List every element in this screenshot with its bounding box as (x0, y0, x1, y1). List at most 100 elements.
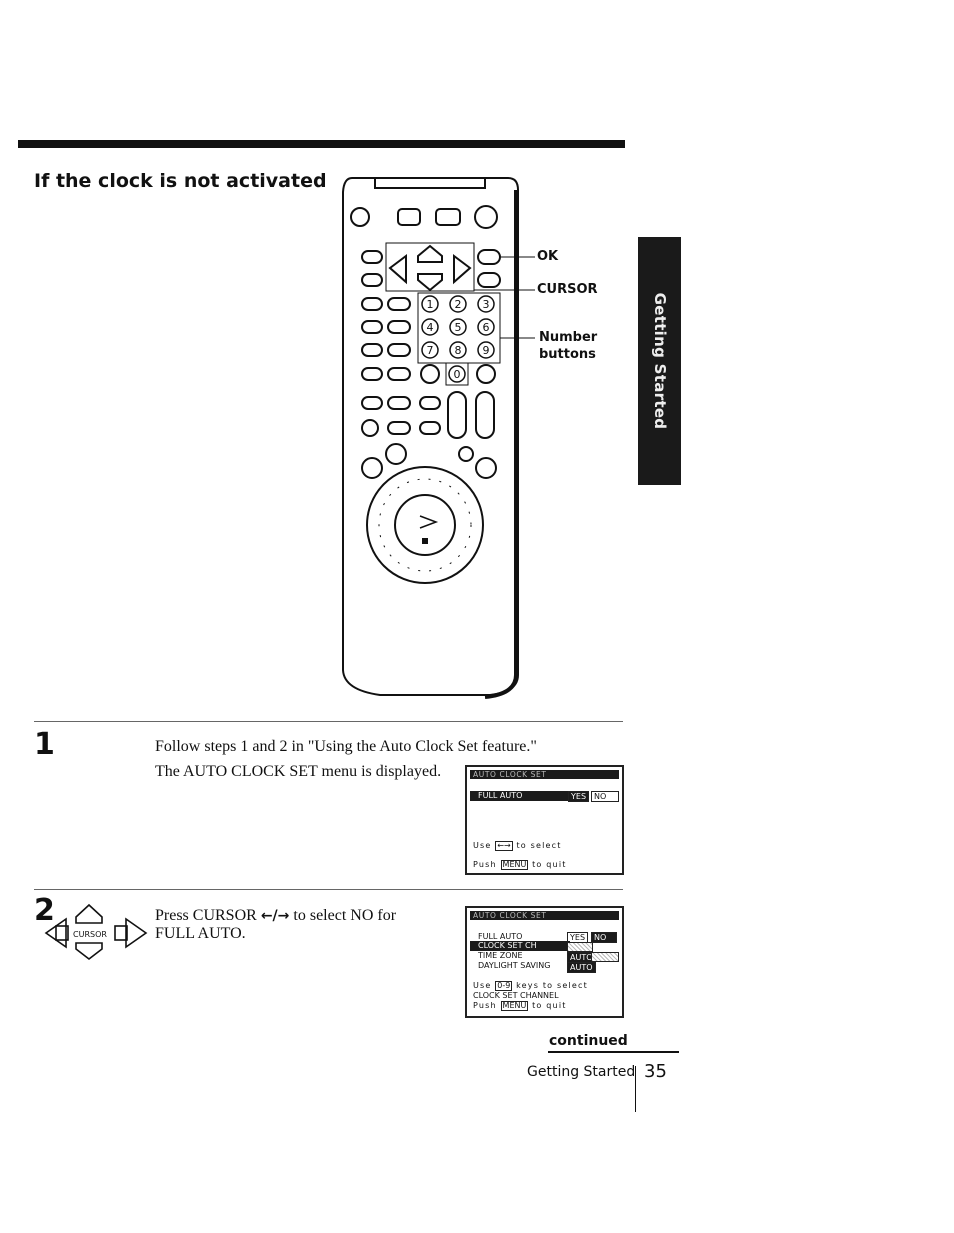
screen1-yes-option: YES (568, 791, 590, 802)
jog-dial-outer (366, 466, 484, 584)
screen2-hint-keys-to-select: keys to select (516, 981, 588, 990)
row2-left-b (387, 320, 411, 334)
screen1-arrow-keys: ←→ (495, 841, 513, 851)
play-arrow-icon (419, 515, 439, 529)
volume-rocker (475, 391, 495, 439)
screen2-title: AUTO CLOCK SET (470, 911, 619, 920)
screen1-hint-quit: Push MENU to quit (473, 860, 567, 870)
step1-number: 1 (34, 727, 55, 762)
cursor-keys-icon: CURSOR (44, 903, 148, 961)
step2-rule (34, 889, 623, 890)
screen2-daylight-value: AUTO (567, 962, 596, 973)
step1-text-line2: The AUTO CLOCK SET menu is displayed. (155, 763, 442, 780)
cursor-left-button (388, 254, 407, 285)
num-3: 3 (483, 298, 490, 311)
number-callout: Number buttons (539, 329, 597, 363)
continued-rule (548, 1051, 679, 1053)
screen2-no-option: NO (591, 932, 617, 943)
step2-text-select: to select NO for (289, 907, 397, 924)
screen1-hint-push: Push (473, 860, 497, 869)
continued-label: continued (549, 1033, 628, 1049)
row5-left-c (419, 396, 441, 410)
screen1-hint-to-select: to select (516, 841, 562, 850)
num-8: 8 (455, 344, 462, 357)
small-round-button (458, 446, 474, 462)
record-button (361, 419, 379, 437)
eject-button (350, 207, 370, 227)
cursor-right-button (453, 254, 472, 285)
left-button-1 (361, 250, 383, 264)
num-6: 6 (483, 321, 490, 334)
row4-button (420, 364, 440, 384)
cursor-down-icon (75, 942, 103, 961)
row4-button-right (476, 364, 496, 384)
fast-forward-button (385, 443, 407, 465)
side-tab-label: Getting Started (650, 292, 669, 430)
screen1-title: AUTO CLOCK SET (470, 770, 619, 779)
screen2-clock-ch-value (567, 942, 593, 952)
cursor-right-box (114, 925, 128, 941)
screen2-hint-push: Push (473, 1001, 497, 1010)
num-2: 2 (455, 298, 462, 311)
top-button-2 (397, 208, 421, 226)
cursor-callout: CURSOR (537, 282, 598, 297)
power-button (474, 205, 498, 229)
auto-clock-set-screen-2: AUTO CLOCK SET FULL AUTO CLOCK SET CH TI… (465, 906, 624, 1018)
cursor-group-frame (385, 242, 475, 292)
remote-top-slot (374, 178, 486, 189)
auto-clock-set-screen-1: AUTO CLOCK SET FULL AUTO YES NO Use ←→ t… (465, 765, 624, 875)
screen2-hint-quit: Push MENU to quit (473, 1001, 567, 1011)
screen2-row-full-auto: FULL AUTO (478, 932, 523, 941)
screen2-menu-key: MENU (500, 1001, 529, 1011)
remote-control-illustration: 1 2 3 4 5 6 7 8 9 0 (342, 177, 535, 699)
row6-left-b (387, 421, 411, 435)
screen1-menu-key: MENU (500, 860, 529, 870)
section-title: If the clock is not activated (34, 170, 327, 192)
number-callout-line2: buttons (539, 347, 596, 362)
screen2-row-daylight-saving: DAYLIGHT SAVING (478, 961, 551, 970)
step2-number: 2 (34, 893, 55, 928)
jog-dial-ring (378, 478, 472, 572)
step2-text-line2: FULL AUTO. (155, 925, 246, 942)
number-callout-line1: Number (539, 330, 598, 345)
cursor-right-icon (125, 917, 148, 949)
footer-section: Getting Started (527, 1064, 636, 1080)
screen2-hint-select: Use 0-9 keys to select (473, 981, 588, 991)
top-rule (18, 140, 625, 148)
num-0: 0 (454, 368, 461, 381)
play-button (394, 494, 456, 556)
screen2-row-time-zone: TIME ZONE (478, 951, 523, 960)
row1-left-a (361, 297, 383, 311)
screen1-hint-use: Use (473, 841, 492, 850)
left-button-2 (361, 273, 383, 287)
screen1-hint-to-quit: to quit (532, 860, 567, 869)
step1-text-line1: Follow steps 1 and 2 in "Using the Auto … (155, 738, 537, 755)
row5-left-b (387, 396, 411, 410)
screen2-hint-clock-set-channel: CLOCK SET CHANNEL (473, 991, 559, 1000)
step2-text-line1: Press CURSOR ←/→ to select NO for (155, 906, 396, 926)
right-button-2 (477, 272, 501, 288)
screen1-row-full-auto: FULL AUTO (470, 791, 570, 801)
footer-divider (635, 1066, 636, 1112)
screen2-hint-use: Use (473, 981, 492, 990)
row1-left-b (387, 297, 411, 311)
row3-left-a (361, 343, 383, 357)
num-1: 1 (427, 298, 434, 311)
screen2-hint-to-quit: to quit (532, 1001, 567, 1010)
row3-left-b (387, 343, 411, 357)
page-number: 35 (644, 1061, 667, 1082)
row5-left-a (361, 396, 383, 410)
zero-button-frame (445, 362, 469, 386)
num-4: 4 (427, 321, 434, 334)
screen2-row-clock-set-ch: CLOCK SET CH (470, 941, 570, 951)
side-tab: Getting Started (638, 237, 681, 485)
channel-rocker (447, 391, 467, 439)
stop-button-icon (422, 538, 428, 544)
rewind-button (361, 457, 383, 479)
step1-rule (34, 721, 623, 722)
row4-left-a (361, 367, 383, 381)
num-7: 7 (427, 344, 434, 357)
cursor-down-button (417, 273, 443, 292)
row6-left-c (419, 421, 441, 435)
row2-left-a (361, 320, 383, 334)
